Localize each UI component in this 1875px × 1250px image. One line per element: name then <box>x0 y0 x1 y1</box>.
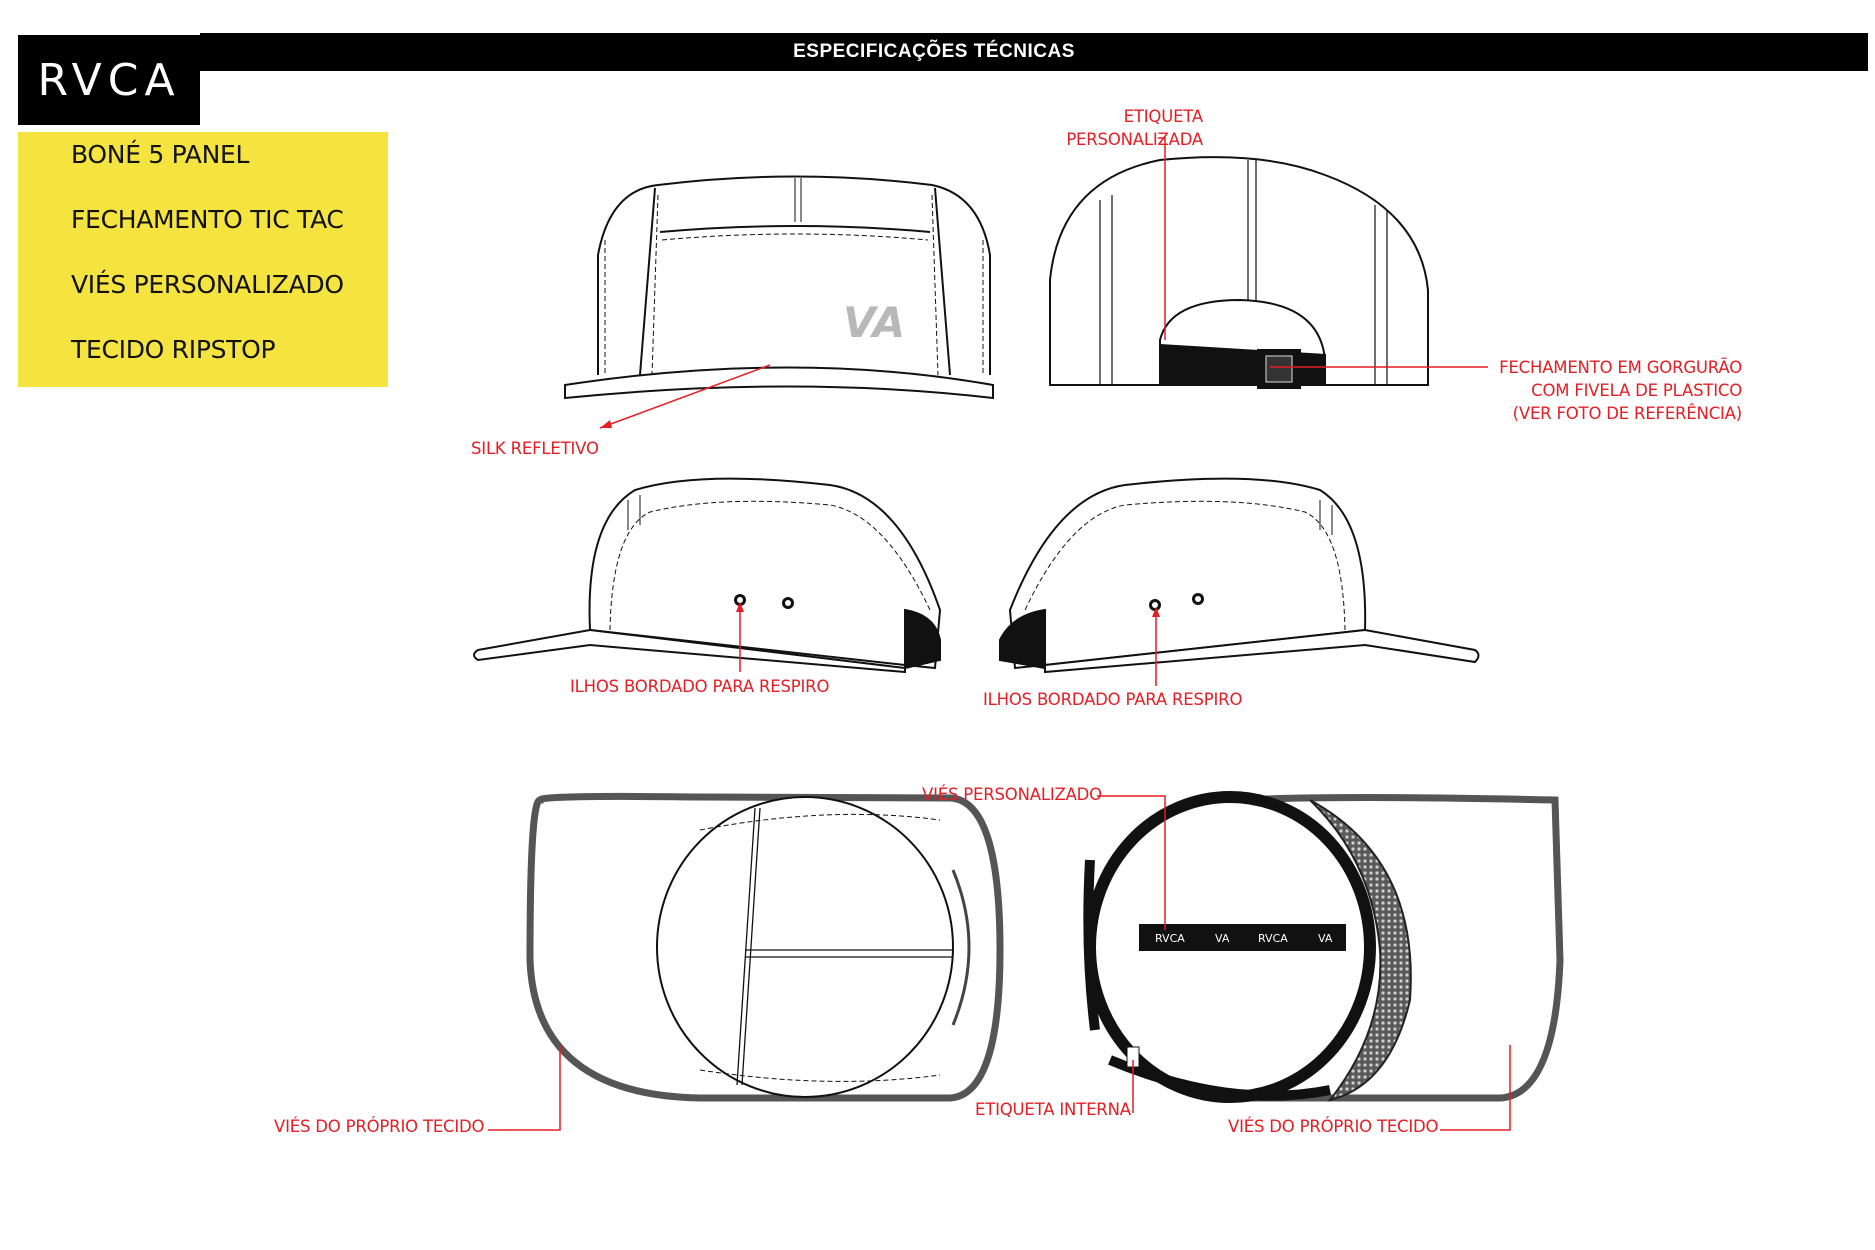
eyelet-icon <box>1192 593 1204 605</box>
label-etiqueta-interna: ETIQUETA INTERNA <box>975 1100 1131 1119</box>
cap-right-side-view <box>999 477 1480 674</box>
arrow-icons <box>600 420 1160 617</box>
rvca-logo: RVCA <box>18 35 200 125</box>
callout-lines <box>488 137 1511 1131</box>
strap-logo: RVCA <box>1155 932 1185 945</box>
strap-logo: VA <box>1215 932 1230 945</box>
strap-logo: RVCA <box>1258 932 1288 945</box>
eyelet-icon <box>1149 599 1161 611</box>
spec-list: BONÉ 5 PANEL FECHAMENTO TIC TAC VIÉS PER… <box>18 132 388 387</box>
label-silk-refletivo: SILK REFLETIVO <box>471 439 599 458</box>
spec-item: VIÉS PERSONALIZADO <box>71 270 344 299</box>
cap-left-side-view <box>473 477 942 674</box>
cap-inside-view <box>1083 791 1564 1103</box>
cap-back-view <box>1049 156 1429 389</box>
label-vies-proprio-left: VIÉS DO PRÓPRIO TECIDO <box>274 1117 485 1136</box>
spec-item: BONÉ 5 PANEL <box>71 140 250 169</box>
label-vies-proprio-right: VIÉS DO PRÓPRIO TECIDO <box>1228 1117 1439 1136</box>
label-ilhos-right: ILHOS BORDADO PARA RESPIRO <box>983 690 1243 709</box>
page-title: ESPECIFICAÇÕES TÉCNICAS <box>793 41 1075 62</box>
headband-strap-text: RVCA VA RVCA VA <box>1155 932 1333 945</box>
eyelet-icon <box>782 597 794 609</box>
cap-front-view <box>564 175 994 400</box>
cap-top-view <box>526 792 1004 1102</box>
eyelet-icon <box>734 594 746 606</box>
logo-text: RVCA <box>37 54 181 106</box>
label-vies-personalizado: VIÉS PERSONALIZADO <box>922 785 1102 804</box>
label-etiqueta-personalizada: ETIQUETA PERSONALIZADA <box>1066 107 1203 149</box>
spec-item: TECIDO RIPSTOP <box>71 335 276 364</box>
label-fechamento: FECHAMENTO EM GORGURÃO COM FIVELA DE PLA… <box>1499 358 1742 423</box>
spec-item: FECHAMENTO TIC TAC <box>71 205 344 234</box>
strap-logo: VA <box>1318 932 1333 945</box>
title-bar: ESPECIFICAÇÕES TÉCNICAS <box>200 33 1868 71</box>
label-ilhos-left: ILHOS BORDADO PARA RESPIRO <box>570 677 830 696</box>
reflective-va-logo: VA <box>843 298 905 347</box>
